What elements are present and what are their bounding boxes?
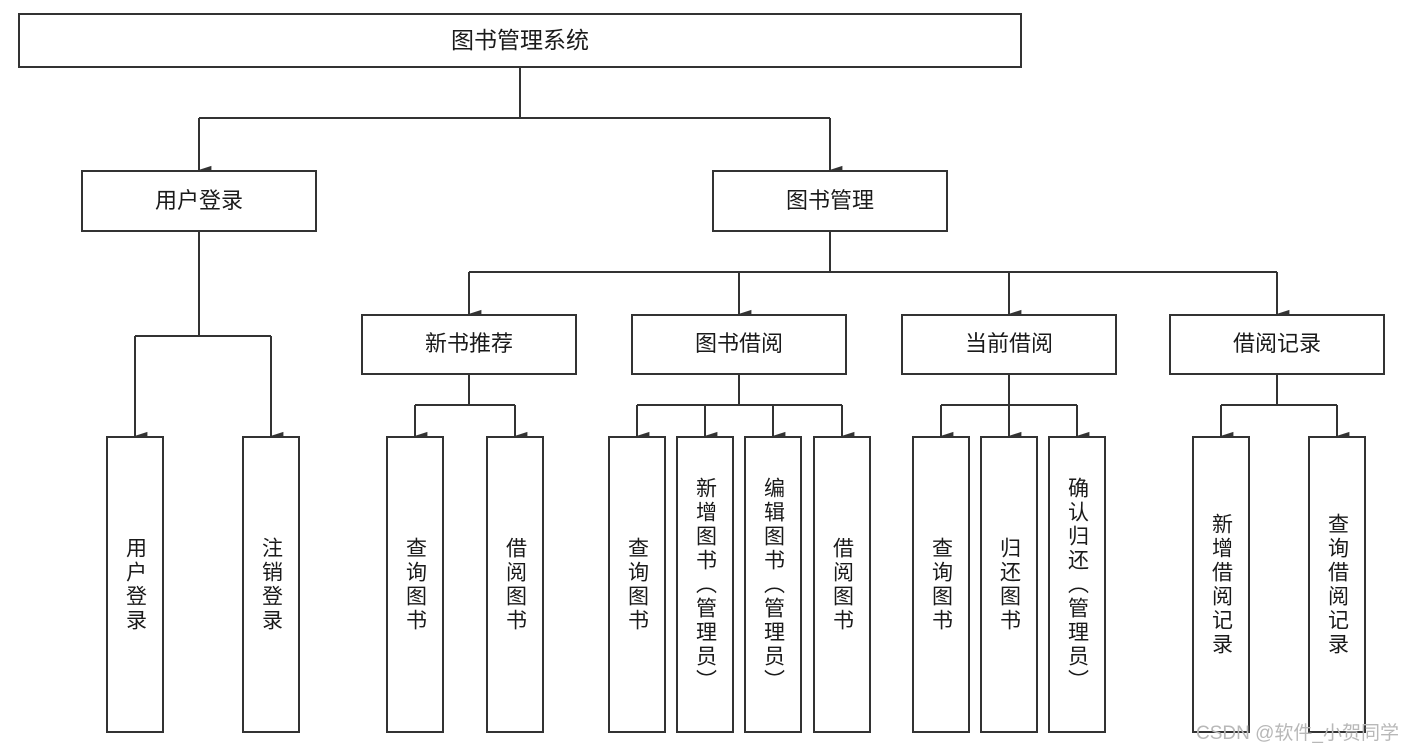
node-leaf-query-book-3-label: 查询图书 xyxy=(929,536,953,633)
node-leaf-borrow-book-1[interactable]: 借阅图书 xyxy=(486,436,544,733)
node-leaf-query-book-2-label: 查询图书 xyxy=(625,536,649,633)
node-book-borrow-label: 图书借阅 xyxy=(694,331,783,357)
node-leaf-query-book-3[interactable]: 查询图书 xyxy=(912,436,970,733)
node-leaf-user-logout[interactable]: 注销登录 xyxy=(242,436,300,733)
node-book-manage[interactable]: 图书管理 xyxy=(712,170,948,232)
node-leaf-user-login[interactable]: 用户登录 xyxy=(106,436,164,733)
node-leaf-user-logout-label: 注销登录 xyxy=(259,536,283,633)
node-leaf-borrow-book-1-label: 借阅图书 xyxy=(503,536,527,633)
node-user-login-label: 用户登录 xyxy=(154,187,243,213)
node-leaf-confirm-return-label: 确认归还（管理员） xyxy=(1065,476,1089,693)
node-root-label: 图书管理系统 xyxy=(451,26,589,53)
node-leaf-query-book-1-label: 查询图书 xyxy=(403,536,427,633)
node-new-book-recommend[interactable]: 新书推荐 xyxy=(361,314,577,375)
node-leaf-return-book[interactable]: 归还图书 xyxy=(980,436,1038,733)
node-leaf-add-book[interactable]: 新增图书（管理员） xyxy=(676,436,734,733)
node-book-manage-label: 图书管理 xyxy=(785,187,874,213)
node-leaf-query-book-2[interactable]: 查询图书 xyxy=(608,436,666,733)
node-leaf-edit-book-label: 编辑图书（管理员） xyxy=(761,476,785,693)
node-leaf-borrow-book-2[interactable]: 借阅图书 xyxy=(813,436,871,733)
node-leaf-query-record[interactable]: 查询借阅记录 xyxy=(1308,436,1366,733)
node-leaf-borrow-book-2-label: 借阅图书 xyxy=(830,536,854,633)
node-leaf-return-book-label: 归还图书 xyxy=(997,536,1021,633)
node-user-login[interactable]: 用户登录 xyxy=(81,170,317,232)
node-leaf-add-record[interactable]: 新增借阅记录 xyxy=(1192,436,1250,733)
node-leaf-query-record-label: 查询借阅记录 xyxy=(1325,512,1349,657)
node-book-borrow[interactable]: 图书借阅 xyxy=(631,314,847,375)
node-leaf-query-book-1[interactable]: 查询图书 xyxy=(386,436,444,733)
node-root[interactable]: 图书管理系统 xyxy=(18,13,1022,68)
node-borrow-record[interactable]: 借阅记录 xyxy=(1169,314,1385,375)
node-current-borrow-label: 当前借阅 xyxy=(964,331,1053,357)
node-borrow-record-label: 借阅记录 xyxy=(1232,331,1321,357)
node-leaf-add-record-label: 新增借阅记录 xyxy=(1209,512,1233,657)
node-leaf-user-login-label: 用户登录 xyxy=(123,536,147,633)
node-leaf-confirm-return[interactable]: 确认归还（管理员） xyxy=(1048,436,1106,733)
node-leaf-add-book-label: 新增图书（管理员） xyxy=(693,476,717,693)
node-current-borrow[interactable]: 当前借阅 xyxy=(901,314,1117,375)
node-new-book-recommend-label: 新书推荐 xyxy=(424,331,513,357)
node-leaf-edit-book[interactable]: 编辑图书（管理员） xyxy=(744,436,802,733)
